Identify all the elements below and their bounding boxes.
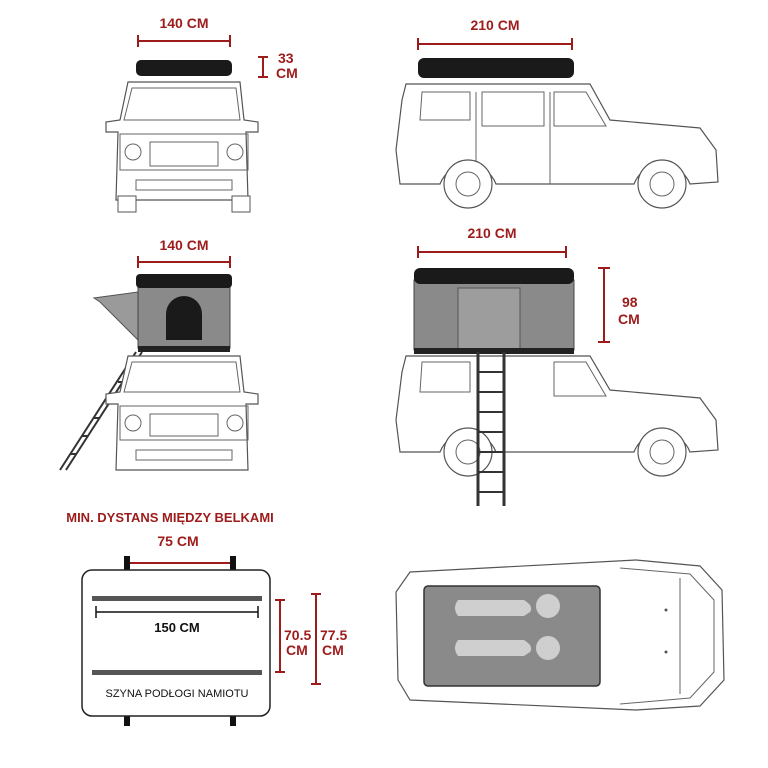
- rail-distance-b-value: 77.5: [320, 627, 347, 643]
- rail-distance-a-unit: CM: [286, 642, 308, 658]
- front-view-open: 140 CM: [59, 237, 259, 471]
- side-length-label: 210 CM: [470, 17, 519, 33]
- min-distance-value: 75 CM: [157, 533, 198, 549]
- floor-rail-label: SZYNA PODŁOGI NAMIOTU: [105, 688, 248, 700]
- open-height-unit: CM: [618, 311, 640, 327]
- open-height-value: 98: [622, 294, 638, 310]
- front-width-label: 140 CM: [159, 15, 208, 31]
- floor-plan: MIN. DYSTANS MIĘDZY BELKAMI 75 CM 150 CM…: [66, 510, 347, 726]
- closed-height-unit: CM: [276, 65, 298, 81]
- floor-length-label: 150 CM: [154, 620, 200, 635]
- floor-rail-top: [92, 596, 262, 601]
- rail-distance-b-unit: CM: [322, 642, 344, 658]
- rail-distance-a-value: 70.5: [284, 627, 311, 643]
- closed-height-value: 33: [278, 50, 294, 66]
- side-view-closed: 210 CM: [395, 17, 719, 209]
- side-view-open: 210 CM 98 CM: [395, 225, 719, 506]
- open-tent-roof: [136, 274, 232, 288]
- rear-ladder: [476, 352, 506, 506]
- sleeper-top: [455, 594, 560, 618]
- open-tent-side-roof: [414, 268, 574, 284]
- tent-door: [166, 296, 202, 340]
- open-width-label: 140 CM: [159, 237, 208, 253]
- min-distance-title: MIN. DYSTANS MIĘDZY BELKAMI: [66, 510, 274, 525]
- open-length-label: 210 CM: [467, 225, 516, 241]
- tent-awning: [92, 291, 139, 342]
- closed-tent-shell: [136, 60, 232, 76]
- top-view: [395, 559, 725, 711]
- closed-tent-side-shell: [418, 58, 574, 78]
- front-view-closed: 140 CM 33 CM: [105, 15, 298, 213]
- sleeper-bottom: [455, 636, 560, 660]
- floor-rail-bottom: [92, 670, 262, 675]
- tent-floor-outline: [81, 569, 271, 717]
- open-tent-side-door: [457, 287, 521, 351]
